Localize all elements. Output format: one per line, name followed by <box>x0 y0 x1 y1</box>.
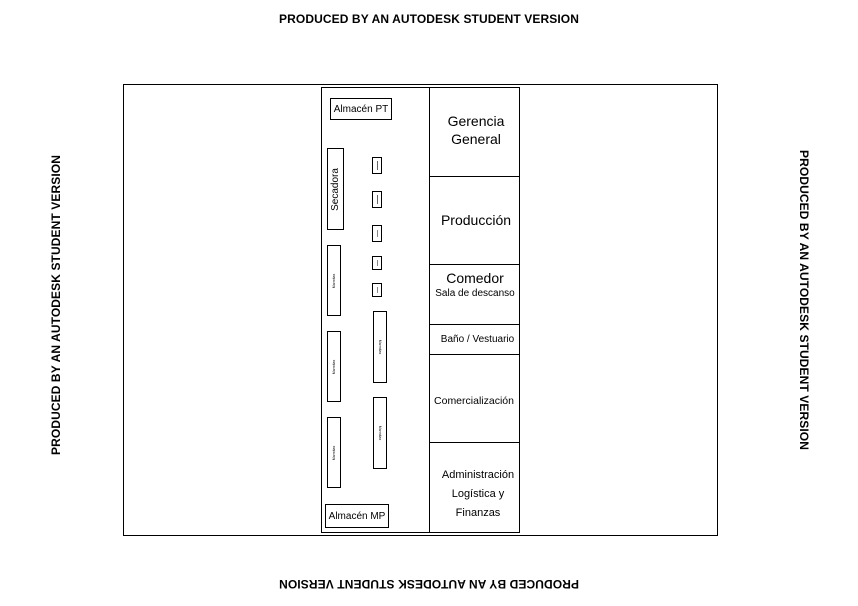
station-marker <box>377 260 378 266</box>
room-label: Sala de descanso <box>435 288 515 299</box>
admin-column-divider <box>429 87 430 533</box>
room-comedor: Comedor Sala de descanso <box>430 267 520 303</box>
room-bano-vestuario: Baño / Vestuario <box>430 330 525 348</box>
almacen-mp-label: Almacén MP <box>328 510 386 522</box>
room-label: Comedor <box>446 270 504 286</box>
room-divider <box>429 354 520 355</box>
equipment-left-2: Marmitas <box>327 331 341 402</box>
room-label: Administración <box>441 468 515 481</box>
watermark-bottom: PRODUCED BY AN AUTODESK STUDENT VERSION <box>279 577 579 591</box>
watermark-top: PRODUCED BY AN AUTODESK STUDENT VERSION <box>279 12 579 26</box>
station-small <box>372 157 382 174</box>
station-small <box>372 256 382 270</box>
station-small <box>372 283 382 297</box>
equipment-left-3: Marmitas <box>327 417 341 488</box>
room-label: Baño / Vestuario <box>440 333 515 345</box>
room-divider <box>429 176 520 177</box>
watermark-right: PRODUCED BY AN AUTODESK STUDENT VERSION <box>797 150 811 450</box>
room-label: Gerencia <box>447 113 505 129</box>
almacen-mp: Almacén MP <box>325 504 389 528</box>
secadora: Secadora <box>327 148 344 230</box>
station-marker <box>377 230 378 237</box>
room-divider <box>429 442 520 443</box>
equipment-right-1: Marmitas <box>373 311 387 383</box>
watermark-left: PRODUCED BY AN AUTODESK STUDENT VERSION <box>49 155 63 455</box>
equipment-label: Marmitas <box>332 273 337 288</box>
almacen-pt: Almacén PT <box>330 98 392 120</box>
station-marker <box>377 287 378 293</box>
room-divider <box>429 264 520 265</box>
equipment-right-2: Marmitas <box>373 397 387 469</box>
equipment-label: Marmitas <box>332 359 337 374</box>
room-label: General <box>451 131 501 147</box>
station-marker <box>377 161 378 170</box>
room-label: Producción <box>440 212 512 228</box>
secadora-label: Secadora <box>330 167 341 211</box>
plant-outline <box>321 87 520 533</box>
equipment-label: Marmitas <box>378 425 383 441</box>
room-gerencia-general: Gerencia General <box>432 110 520 150</box>
room-comercializacion: Comercialización <box>430 392 518 410</box>
station-small <box>372 225 382 242</box>
station-marker <box>377 195 378 204</box>
room-produccion: Producción <box>432 208 520 232</box>
equipment-label: Marmitas <box>378 339 383 355</box>
equipment-label: Marmitas <box>332 445 337 460</box>
almacen-pt-label: Almacén PT <box>333 103 389 115</box>
room-administracion: Administración Logística y Finanzas <box>432 466 524 522</box>
room-label: Logística y <box>451 487 505 500</box>
room-divider <box>429 324 520 325</box>
room-label: Finanzas <box>455 506 501 519</box>
equipment-left-1: Marmitas <box>327 245 341 316</box>
station-small <box>372 191 382 208</box>
room-label: Comercialización <box>434 395 514 407</box>
